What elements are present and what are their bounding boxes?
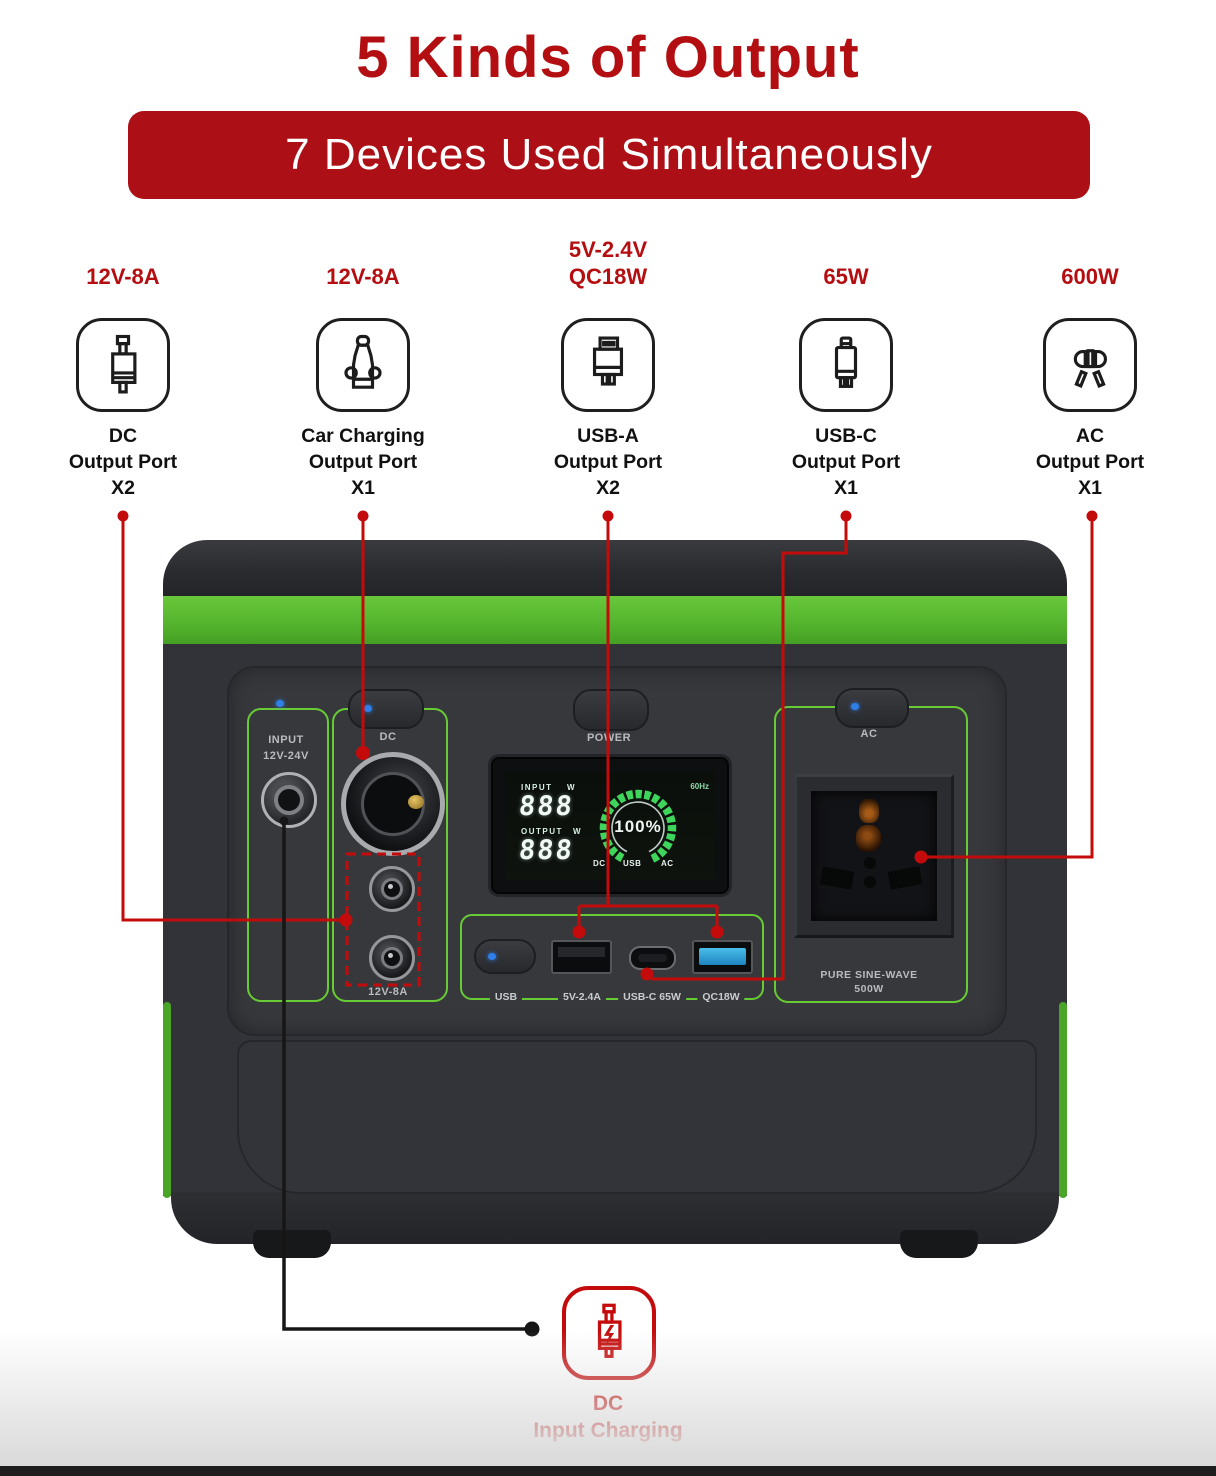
car-charging-socket [341, 752, 445, 856]
dc-label: DC [379, 731, 397, 743]
port-name-block: DC Output Port X2 [68, 425, 178, 499]
port-name-block: USB-C Output Port X1 [791, 425, 901, 499]
socket-hole [856, 825, 881, 852]
lcd-output-label: OUTPUT [521, 827, 563, 836]
dc-input-jack [261, 772, 317, 828]
usb-a-port [551, 940, 612, 974]
front-panel: INPUT 12V-24V DC 12V-8A POWER [227, 666, 1007, 1036]
device-top [163, 540, 1067, 598]
power-label: POWER [586, 732, 632, 744]
dc-barrel-port-1 [369, 866, 415, 912]
ac-socket-icon [1043, 318, 1137, 412]
ac-label: AC [860, 728, 878, 740]
port-name-block: Car Charging Output Port X1 [301, 425, 425, 499]
socket-hole [819, 866, 855, 890]
bottom-strip [0, 1466, 1216, 1476]
usb-button-label: USB [489, 991, 523, 1003]
lcd-output-unit: W [573, 827, 583, 836]
dc-ports-label: 12V-8A [368, 986, 408, 998]
power-station: INPUT 12V-24V DC 12V-8A POWER [163, 540, 1067, 1262]
banner: 7 Devices Used Simultaneously [128, 111, 1090, 199]
socket-hole [864, 857, 876, 869]
side-trim-left [163, 1002, 171, 1198]
ac-outlet [794, 774, 954, 938]
green-stripe [163, 596, 1067, 644]
usb-a-icon [561, 318, 655, 412]
dc-led [364, 705, 372, 712]
socket-pin [408, 795, 424, 809]
usb-button [474, 939, 536, 974]
spec-label: 5V-2.4V QC18W [568, 237, 648, 289]
ac-led [851, 703, 859, 710]
dc-button [348, 689, 424, 729]
lcd-display: INPUT W 888 OUTPUT W 888 100% 60Hz DC US… [491, 757, 729, 894]
device-foot-left [253, 1230, 331, 1258]
device-foot-right [900, 1230, 978, 1258]
port-name-block: USB-A Output Port X2 [553, 425, 663, 499]
lcd-screen: INPUT W 888 OUTPUT W 888 100% 60Hz DC US… [505, 771, 715, 880]
dc-plug-icon [76, 318, 170, 412]
power-button [573, 689, 649, 731]
socket-hole [859, 799, 879, 823]
mode-dc: DC [593, 859, 606, 868]
mode-usb: USB [623, 859, 642, 868]
column-dc: 12V-8A DC Output Port X2 [28, 228, 218, 501]
usb-a-port-label: 5V-2.4A [558, 991, 606, 1003]
dc-barrel-port-2 [369, 935, 415, 981]
usb-c-icon [799, 318, 893, 412]
lcd-output-value: 888 [517, 835, 576, 866]
mode-ac: AC [661, 859, 674, 868]
qc18w-usb-port [692, 940, 753, 974]
port-name-block: AC Output Port X1 [1035, 425, 1145, 499]
spec-label: 12V-8A [86, 264, 160, 289]
lcd-input-unit: W [567, 783, 577, 792]
spec-label: 12V-8A [326, 264, 400, 289]
banner-text: 7 Devices Used Simultaneously [285, 130, 933, 179]
usb-c-port-label: USB-C 65W [618, 991, 686, 1003]
column-car: 12V-8A Car Charging Output Port X1 [268, 228, 458, 501]
column-usb-c: 65W USB-C Output Port X1 [751, 228, 941, 501]
socket-hole [887, 866, 923, 890]
lcd-input-label: INPUT [521, 783, 553, 792]
ac-spec-label: PURE SINE-WAVE [820, 969, 918, 981]
input-label: INPUT [268, 734, 304, 746]
socket-hole [864, 876, 876, 888]
frequency-readout: 60Hz [690, 782, 709, 791]
lower-panel [237, 1040, 1037, 1194]
page-title: 5 Kinds of Output [356, 25, 860, 90]
ac-watt-label: 500W [854, 983, 884, 995]
usb-led [488, 953, 496, 960]
input-voltage-label: 12V-24V [263, 750, 309, 762]
qc-port-label: QC18W [697, 991, 745, 1003]
lcd-input-value: 888 [517, 791, 576, 822]
battery-percent: 100% [614, 817, 662, 836]
usb-c-port [629, 946, 676, 970]
ac-button [835, 688, 909, 728]
spec-label: 600W [1061, 264, 1119, 289]
car-charger-icon [316, 318, 410, 412]
column-usb-a: 5V-2.4V QC18W USB-A Output Port X2 [513, 228, 703, 501]
spec-label: 65W [823, 264, 869, 289]
side-trim-right [1059, 1002, 1067, 1198]
input-led [276, 700, 284, 707]
bottom-gradient [0, 1330, 1216, 1468]
column-ac: 600W AC Output Port X1 [995, 228, 1185, 501]
